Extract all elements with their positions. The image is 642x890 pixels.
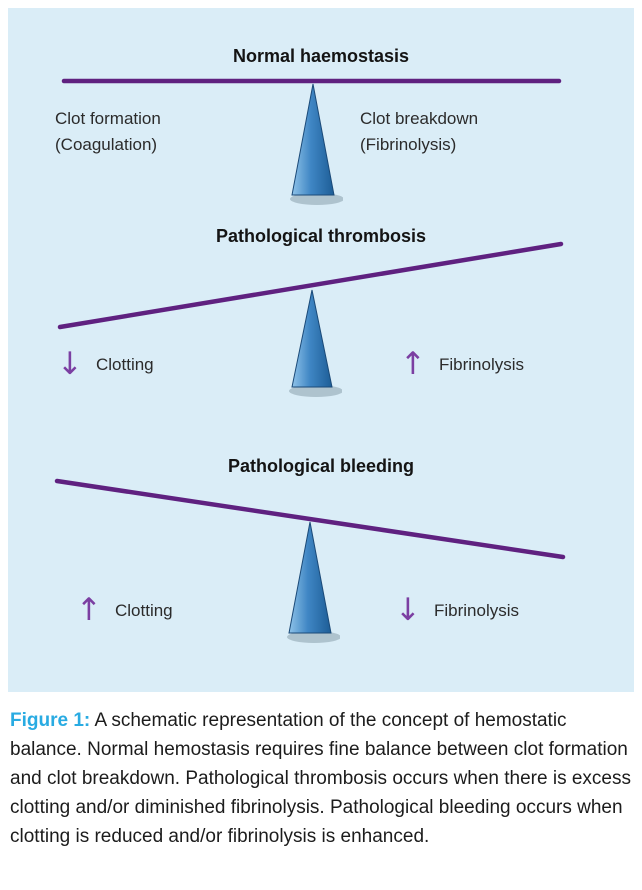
fulcrum-shadow <box>289 385 342 397</box>
label-clot-breakdown: Clot breakdown (Fibrinolysis) <box>360 106 478 158</box>
figure-caption-label: Figure 1: <box>10 710 91 731</box>
section-title-thrombosis: Pathological thrombosis <box>215 226 427 246</box>
label-clot-breakdown-line1: Clot breakdown <box>360 109 479 128</box>
fulcrum-triangle-normal <box>290 83 343 205</box>
figure-caption-text: A schematic representation of the concep… <box>10 710 631 847</box>
label-clot-breakdown-line2: (Fibrinolysis) <box>360 135 457 154</box>
label-clotting-down: ↓ Clotting <box>57 345 154 385</box>
fibrinolysis-label: Fibrinolysis <box>438 355 525 374</box>
clotting-label: Clotting <box>114 601 173 620</box>
section-title-normal: Normal haemostasis <box>232 46 410 66</box>
down-arrow-icon: ↓ <box>57 345 83 382</box>
fulcrum-shadow <box>290 193 343 205</box>
fulcrum-triangle-bleeding <box>287 521 340 643</box>
label-fibrinolysis-up: ↑ Fibrinolysis <box>400 345 524 385</box>
fulcrum-shadow <box>287 631 340 643</box>
label-clot-formation-line2: (Coagulation) <box>55 135 158 154</box>
figure-caption: Figure 1: A schematic representation of … <box>10 706 634 851</box>
up-arrow-icon: ↑ <box>76 591 102 628</box>
label-clot-formation-line1: Clot formation <box>55 109 161 128</box>
clotting-label: Clotting <box>95 355 154 374</box>
up-arrow-icon: ↑ <box>400 345 426 382</box>
fulcrum-triangle-thrombosis <box>289 289 342 397</box>
label-clotting-up: ↑ Clotting <box>76 591 173 631</box>
down-arrow-icon: ↓ <box>395 591 421 628</box>
fibrinolysis-label: Fibrinolysis <box>433 601 520 620</box>
label-fibrinolysis-down: ↓ Fibrinolysis <box>395 591 519 631</box>
label-clot-formation: Clot formation (Coagulation) <box>55 106 161 158</box>
section-title-bleeding: Pathological bleeding <box>227 456 415 476</box>
figure-panel: Normal haemostasis Pathological thrombos… <box>8 8 634 692</box>
